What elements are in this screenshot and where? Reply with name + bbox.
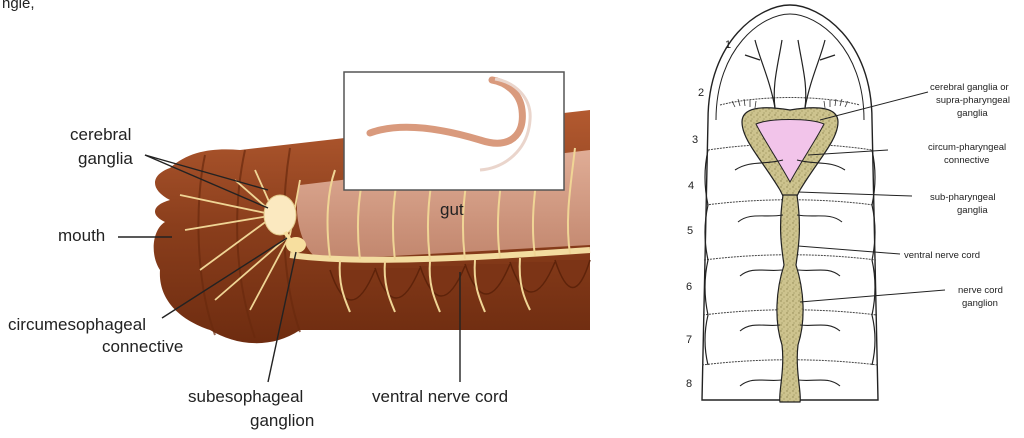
label-ventral-nerve-cord-right: ventral nerve cord <box>904 250 980 261</box>
setae-fringe <box>731 98 849 109</box>
circumesophageal-connective-line <box>283 230 298 250</box>
earthworm-anterior-diagram: 1 2 3 4 5 6 7 8 cerebral ganglia or supr… <box>686 4 1010 403</box>
segment-bulges <box>704 149 876 366</box>
pointer-lines <box>797 91 946 303</box>
cerebral-ganglia-blob <box>263 194 297 236</box>
label-ventral-nerve-cord: ventral nerve cord <box>372 387 508 406</box>
ventral-nerve-cord-shape <box>776 194 804 403</box>
segment-number: 6 <box>686 281 692 293</box>
label-supra-pharyngeal: supra-pharyngeal <box>936 95 1010 106</box>
label-nerve-cord: nerve cord <box>958 285 1003 296</box>
circumesophageal-pointer <box>161 237 288 319</box>
label-sub-ganglia: ganglia <box>957 205 988 216</box>
subesophageal-pointer <box>267 251 297 383</box>
gut-illustration <box>366 76 526 147</box>
label-cerebral-ganglia-2: ganglia <box>78 149 133 168</box>
earthworm-3d-diagram: gut cerebral ganglia mouth circumesophag… <box>8 71 591 430</box>
label-subesophageal-1: subesophageal <box>188 387 303 406</box>
segment-numbers: 1 2 3 4 5 6 7 8 <box>686 39 731 390</box>
label-circumesophageal-2: connective <box>102 337 183 356</box>
label-gut: gut <box>440 200 464 219</box>
segment-number: 2 <box>698 87 704 99</box>
cerebral-ganglia-pointers <box>144 154 269 209</box>
label-cerebral-ganglia-or: cerebral ganglia or <box>930 82 1009 93</box>
label-sub-pharyngeal: sub-pharyngeal <box>930 192 996 203</box>
label-connective: connective <box>944 155 989 166</box>
label-mouth: mouth <box>58 226 105 245</box>
segment-number: 7 <box>686 334 692 346</box>
prostomium-nerves <box>744 39 836 109</box>
segment-number: 8 <box>686 378 692 390</box>
top-text-fragment: ngle, <box>2 0 35 12</box>
segment-number: 1 <box>725 39 731 51</box>
segment-number: 3 <box>692 134 698 146</box>
label-ganglia: ganglia <box>957 108 988 119</box>
pharynx-shape <box>755 119 825 184</box>
gut-inset <box>343 71 565 191</box>
head-nerves <box>179 169 301 311</box>
segment-number: 5 <box>687 225 693 237</box>
segment-number: 4 <box>688 180 694 192</box>
label-nerve-cord-ganglion: ganglion <box>962 298 998 309</box>
lateral-nerves <box>734 159 846 387</box>
label-cerebral-ganglia-1: cerebral <box>70 125 131 144</box>
label-subesophageal-2: ganglion <box>250 411 314 430</box>
label-circum-pharyngeal: circum-pharyngeal <box>928 142 1006 153</box>
body-inner-outline <box>715 13 865 121</box>
label-circumesophageal-1: circumesophageal <box>8 315 146 334</box>
